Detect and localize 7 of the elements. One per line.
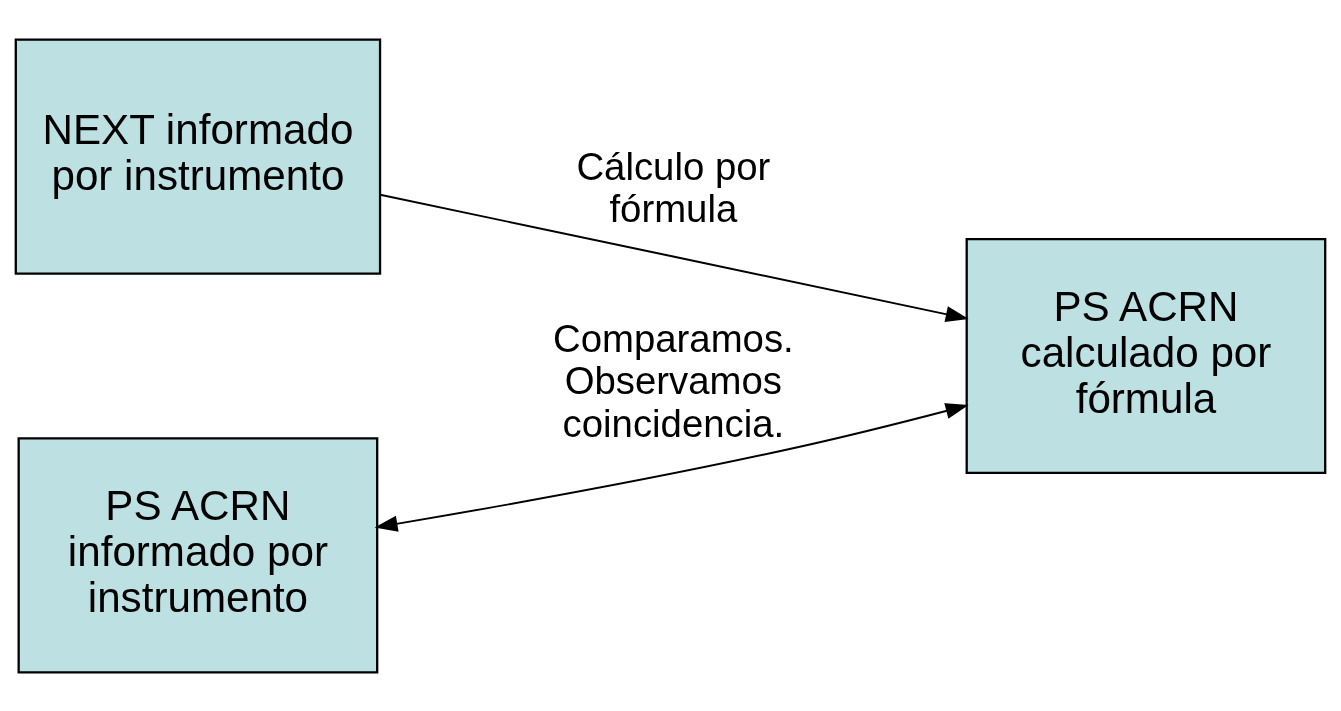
node-box: PS ACRN calculado por fórmula bbox=[965, 237, 1327, 474]
edge-label: Cálculo por fórmula bbox=[576, 144, 771, 230]
node-box: NEXT informado por instrumento bbox=[14, 38, 382, 275]
arrow bbox=[379, 193, 969, 322]
node-box: PS ACRN informado por instrumento bbox=[17, 436, 379, 673]
arrow bbox=[374, 402, 969, 532]
edge-label: Comparamos. Observamos coincidencia. bbox=[553, 316, 794, 445]
